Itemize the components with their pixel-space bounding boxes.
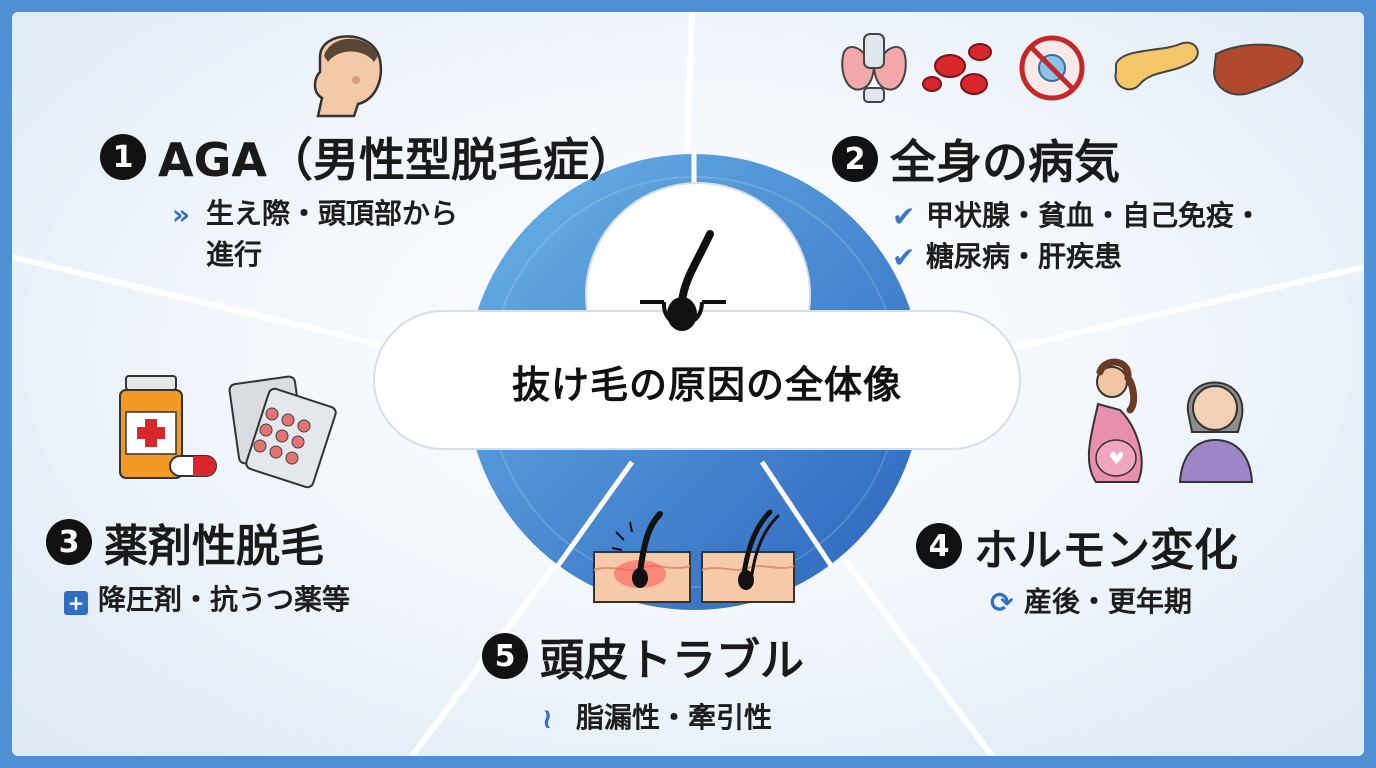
cause-5-title: 頭皮トラブル bbox=[540, 635, 804, 686]
liver-icon bbox=[1212, 43, 1304, 96]
cause-2-detail: ✔ 甲状腺・貧血・自己免疫・ ✔ 糖尿病・肝疾患 bbox=[892, 196, 1262, 278]
checkmark-icon: ✔ bbox=[892, 200, 916, 233]
cause-1-title: AGA（男性型脱毛症） bbox=[158, 133, 635, 187]
cause-5-number-badge: 5 bbox=[482, 633, 528, 679]
cause-1-number-badge: 1 bbox=[100, 134, 146, 180]
cause-1-detail-line-2: 進行 bbox=[206, 238, 263, 271]
background-layer bbox=[12, 12, 1364, 756]
cause-5-heading: 5 頭皮トラブル bbox=[482, 624, 804, 688]
cause-2-detail-line-2: 糖尿病・肝疾患 bbox=[926, 240, 1123, 273]
pill-blister-icon bbox=[228, 375, 337, 489]
cause-4-detail-line-1: 産後・更年期 bbox=[1024, 585, 1193, 618]
cause-2-detail-line-1: 甲状腺・貧血・自己免疫・ bbox=[926, 199, 1263, 232]
cycle-arrows-icon: ⟳ bbox=[990, 586, 1014, 619]
cause-2-heading: 2 全身の病気 bbox=[832, 126, 1120, 192]
chevrons-icon: » bbox=[172, 198, 191, 231]
center-title: 抜け毛の原因の全体像 bbox=[511, 362, 902, 407]
cause-1-detail: » 生え際・頭頂部から 進行 bbox=[172, 194, 458, 275]
cause-4-number-badge: 4 bbox=[916, 523, 962, 569]
cause-4-detail: ⟳ 産後・更年期 bbox=[990, 582, 1192, 623]
cause-3-title: 薬剤性脱毛 bbox=[104, 521, 324, 572]
medicine-bottle-icon bbox=[119, 375, 217, 479]
pregnant-woman-icon bbox=[1087, 358, 1143, 483]
cause-3-detail: +降圧剤・抗うつ薬等 bbox=[64, 580, 350, 621]
infographic-panel: 抜け毛の原因の全体像 1 AGA（男性型脱毛症） » 生え際・頭頂部から 進行 2… bbox=[12, 12, 1364, 756]
cause-5-detail-line-1: 脂漏性・牽引性 bbox=[576, 701, 773, 734]
hair-follicle-center-icon bbox=[640, 230, 726, 331]
thyroid-icon bbox=[841, 33, 907, 103]
cause-3-number-badge: 3 bbox=[46, 519, 92, 565]
pancreas-icon bbox=[1114, 41, 1199, 91]
cause-5-detail: ≀ 脂漏性・牽引性 bbox=[542, 698, 772, 739]
hair-follicle-icon: ≀ bbox=[542, 702, 553, 735]
cause-1-heading: 1 AGA（男性型脱毛症） bbox=[100, 124, 635, 190]
cause-1-detail-line-1: 生え際・頭頂部から bbox=[206, 197, 459, 230]
cause-2-title: 全身の病気 bbox=[890, 135, 1120, 189]
checkmark-icon: ✔ bbox=[892, 241, 916, 274]
medical-cross-icon: + bbox=[64, 581, 98, 621]
center-bubble bbox=[373, 182, 1021, 450]
elderly-woman-icon bbox=[1178, 381, 1254, 483]
inflamed-scalp-icon bbox=[593, 511, 691, 603]
no-virus-icon bbox=[1019, 35, 1085, 101]
cause-2-number-badge: 2 bbox=[832, 136, 878, 182]
cause-4-title: ホルモン変化 bbox=[974, 525, 1238, 576]
cause-3-heading: 3 薬剤性脱毛 bbox=[46, 510, 324, 574]
cause-4-heading: 4 ホルモン変化 bbox=[916, 514, 1238, 578]
blood-cells-icon bbox=[922, 43, 992, 95]
pulled-hair-scalp-icon bbox=[701, 509, 795, 603]
balding-head-icon bbox=[313, 35, 383, 118]
cause-3-detail-line-1: 降圧剤・抗うつ薬等 bbox=[98, 583, 351, 616]
